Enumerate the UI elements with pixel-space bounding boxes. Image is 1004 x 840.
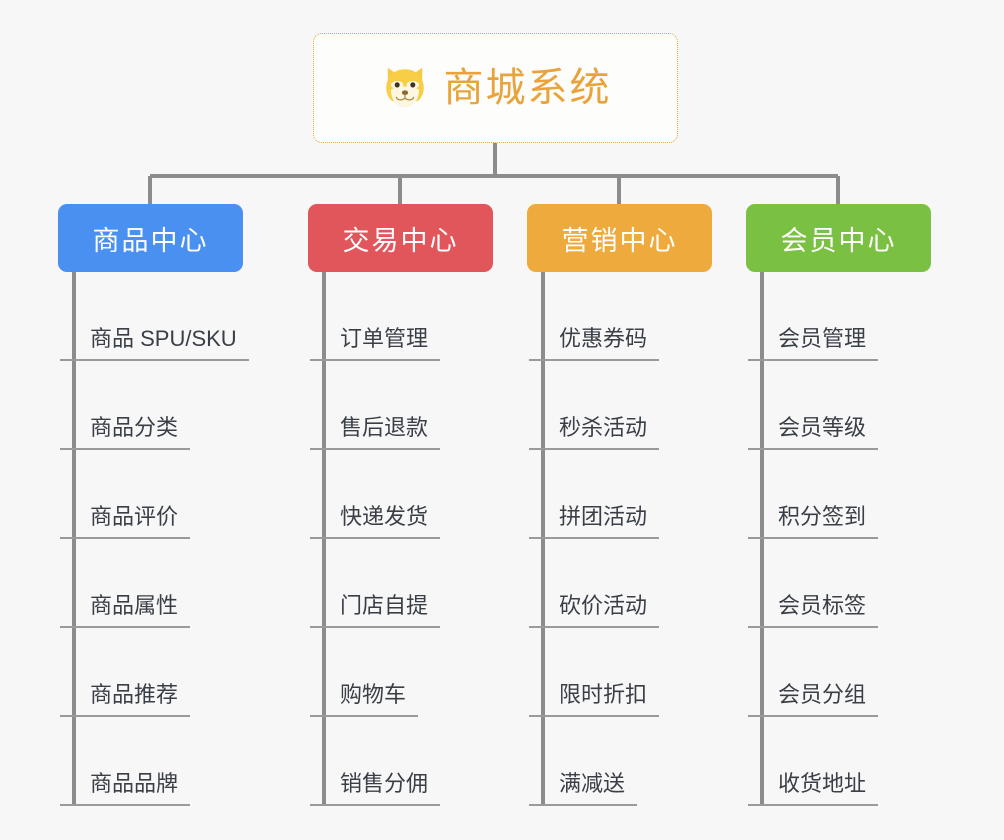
leaf-list: 优惠券码秒杀活动拼团活动砍价活动限时折扣满减送 [527, 272, 712, 806]
category-label: 营销中心 [561, 225, 678, 256]
leaf-item-label: 商品 SPU/SKU [60, 328, 249, 361]
leaf-item[interactable]: 砍价活动 [527, 539, 712, 628]
leaf-item-label: 商品分类 [60, 417, 191, 450]
leaf-item[interactable]: 商品属性 [58, 539, 243, 628]
leaf-item-label: 售后退款 [310, 417, 441, 450]
leaf-item[interactable]: 秒杀活动 [527, 361, 712, 450]
leaf-item[interactable]: 商品推荐 [58, 628, 243, 717]
leaf-item[interactable]: 积分签到 [746, 450, 931, 539]
leaf-item-label: 商品属性 [60, 595, 191, 628]
leaf-item[interactable]: 满减送 [527, 717, 712, 806]
leaf-item-label: 积分签到 [748, 506, 879, 539]
leaf-item-label: 会员等级 [748, 417, 879, 450]
leaf-item-label: 商品推荐 [60, 684, 191, 717]
category-column-3: 营销中心优惠券码秒杀活动拼团活动砍价活动限时折扣满减送 [527, 204, 712, 806]
leaf-item-label: 优惠券码 [529, 328, 660, 361]
leaf-item[interactable]: 会员标签 [746, 539, 931, 628]
leaf-item-label: 会员分组 [748, 684, 879, 717]
leaf-item-label: 满减送 [529, 773, 638, 806]
leaf-item-label: 购物车 [310, 684, 419, 717]
leaf-item-label: 销售分佣 [310, 773, 441, 806]
category-box[interactable]: 商品中心 [58, 204, 243, 272]
leaf-item[interactable]: 会员分组 [746, 628, 931, 717]
leaf-item[interactable]: 购物车 [308, 628, 493, 717]
leaf-list: 订单管理售后退款快递发货门店自提购物车销售分佣 [308, 272, 493, 806]
leaf-item[interactable]: 会员等级 [746, 361, 931, 450]
category-box[interactable]: 营销中心 [527, 204, 712, 272]
leaf-item-label: 快递发货 [310, 506, 441, 539]
leaf-item-label: 限时折扣 [529, 684, 660, 717]
leaf-item[interactable]: 商品品牌 [58, 717, 243, 806]
leaf-list: 商品 SPU/SKU 商品分类商品评价商品属性商品推荐商品品牌 [58, 272, 249, 806]
leaf-item-label: 会员标签 [748, 595, 879, 628]
leaf-item-label: 拼团活动 [529, 506, 660, 539]
leaf-item[interactable]: 门店自提 [308, 539, 493, 628]
leaf-item[interactable]: 商品 SPU/SKU [58, 272, 249, 361]
category-column-2: 交易中心订单管理售后退款快递发货门店自提购物车销售分佣 [308, 204, 493, 806]
leaf-item[interactable]: 快递发货 [308, 450, 493, 539]
category-label: 商品中心 [92, 225, 209, 256]
category-box[interactable]: 会员中心 [746, 204, 931, 272]
leaf-item[interactable]: 订单管理 [308, 272, 493, 361]
leaf-item[interactable]: 商品评价 [58, 450, 243, 539]
leaf-item[interactable]: 会员管理 [746, 272, 931, 361]
leaf-item[interactable]: 售后退款 [308, 361, 493, 450]
leaf-item-label: 收货地址 [748, 773, 879, 806]
shiba-dog-icon [385, 67, 424, 108]
leaf-item-label: 砍价活动 [529, 595, 660, 628]
leaf-item-label: 商品品牌 [60, 773, 191, 806]
leaf-item[interactable]: 销售分佣 [308, 717, 493, 806]
leaf-list: 会员管理会员等级积分签到会员标签会员分组收货地址 [746, 272, 931, 806]
leaf-item[interactable]: 商品分类 [58, 361, 243, 450]
root-title: 商城系统 [443, 66, 612, 110]
category-box[interactable]: 交易中心 [308, 204, 493, 272]
leaf-item-label: 秒杀活动 [529, 417, 660, 450]
category-column-4: 会员中心会员管理会员等级积分签到会员标签会员分组收货地址 [746, 204, 931, 806]
leaf-item-label: 订单管理 [310, 328, 441, 361]
leaf-item-label: 会员管理 [748, 328, 879, 361]
root-node[interactable]: 商城系统 [313, 33, 678, 143]
category-label: 会员中心 [780, 225, 897, 256]
category-label: 交易中心 [342, 225, 459, 256]
leaf-item[interactable]: 限时折扣 [527, 628, 712, 717]
leaf-item-label: 商品评价 [60, 506, 191, 539]
category-column-1: 商品中心商品 SPU/SKU 商品分类商品评价商品属性商品推荐商品品牌 [58, 204, 249, 806]
leaf-item-label: 门店自提 [310, 595, 441, 628]
leaf-item[interactable]: 拼团活动 [527, 450, 712, 539]
leaf-item[interactable]: 收货地址 [746, 717, 931, 806]
leaf-item[interactable]: 优惠券码 [527, 272, 712, 361]
